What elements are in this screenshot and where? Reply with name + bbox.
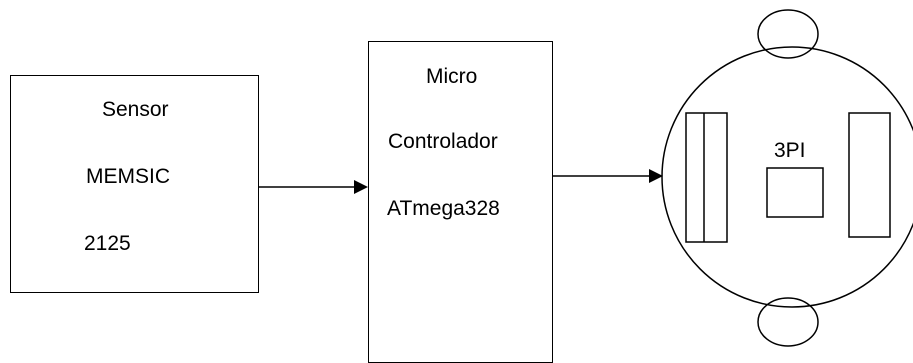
microcontroller-box [368,41,553,363]
microcontroller-label-line3: ATmega328 [387,197,500,220]
arrow-head-mcu-to-robot [649,169,663,183]
arrow-head-sensor-to-mcu [354,180,368,194]
sensor-label-line1: Sensor [102,98,169,121]
sensor-label-line3: 2125 [84,232,131,255]
robot-label: 3PI [774,139,806,162]
robot-left-panel [685,112,728,243]
robot-top-wheel [757,9,819,59]
microcontroller-label-line2: Controlador [388,130,498,153]
robot-center-chip [766,167,824,218]
sensor-label-line2: MEMSIC [86,165,170,188]
robot-right-panel [848,112,891,238]
sensor-box [10,75,259,293]
robot-body-circle [661,46,913,308]
robot-bottom-wheel [757,297,819,347]
diagram-canvas [258,9,913,347]
block-diagram: Sensor MEMSIC 2125 Micro Controlador ATm… [10,9,913,363]
microcontroller-label-line1: Micro [426,65,478,88]
